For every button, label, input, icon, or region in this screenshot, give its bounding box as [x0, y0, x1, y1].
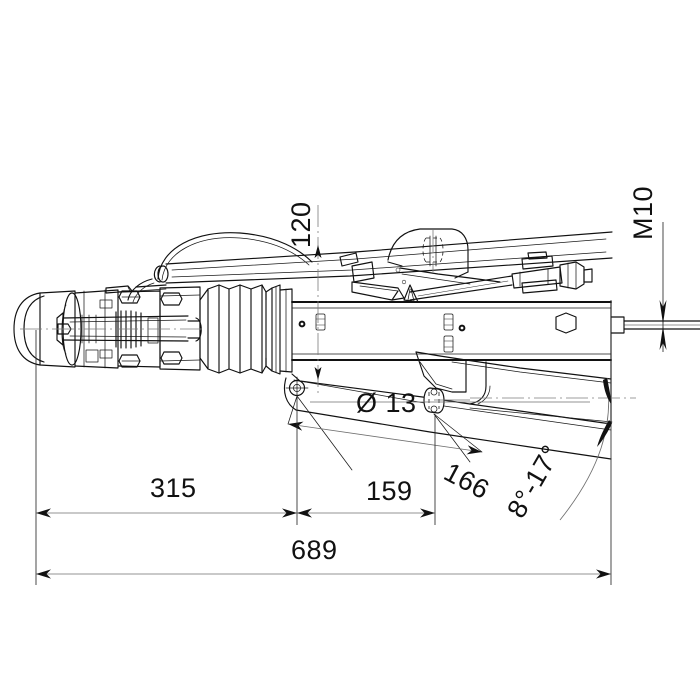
m10-stud — [610, 316, 700, 334]
dim-120-arrow-bottom — [314, 367, 322, 380]
dim-166-ext-right — [433, 413, 483, 453]
coupler-body — [56, 278, 201, 371]
dimension-dia13: Ø 13 — [296, 388, 590, 471]
dim-dia13-label: Ø 13 — [356, 388, 417, 418]
angle-arrow-top — [603, 378, 611, 404]
breakaway-cable-eye-bracket — [387, 228, 501, 285]
handbrake-lever — [153, 231, 613, 303]
dim-m10-label: M10 — [628, 186, 658, 240]
dimension-689: 689 — [36, 535, 611, 579]
mounting-bracket — [283, 351, 612, 460]
dimension-m10: M10 — [628, 186, 667, 352]
dimension-120: 120 — [286, 201, 322, 395]
dim-689-label: 689 — [291, 535, 338, 565]
angle-second-leg — [469, 407, 613, 423]
assembly-geometry — [13, 228, 700, 460]
slotted-hole-rear — [423, 387, 445, 414]
draw-tube-front-flange — [265, 284, 293, 375]
dim-166-ext-left — [287, 395, 298, 425]
dimension-chain-315-159: 315 159 — [35, 300, 612, 585]
dim-m10-arrow-lower — [659, 326, 667, 350]
rubber-bellows — [187, 284, 267, 374]
dim-315-label: 315 — [150, 473, 197, 503]
angle-arrow-bottom — [597, 420, 612, 447]
dim-120-label: 120 — [286, 201, 316, 248]
bolt-hole-front — [285, 376, 309, 400]
dim-120-arrow-top — [314, 245, 322, 258]
dim-159-label: 159 — [366, 476, 413, 506]
dim-166-line — [287, 421, 483, 455]
dim-m10-arrow-upper — [659, 300, 667, 324]
spring-collar — [115, 310, 142, 349]
